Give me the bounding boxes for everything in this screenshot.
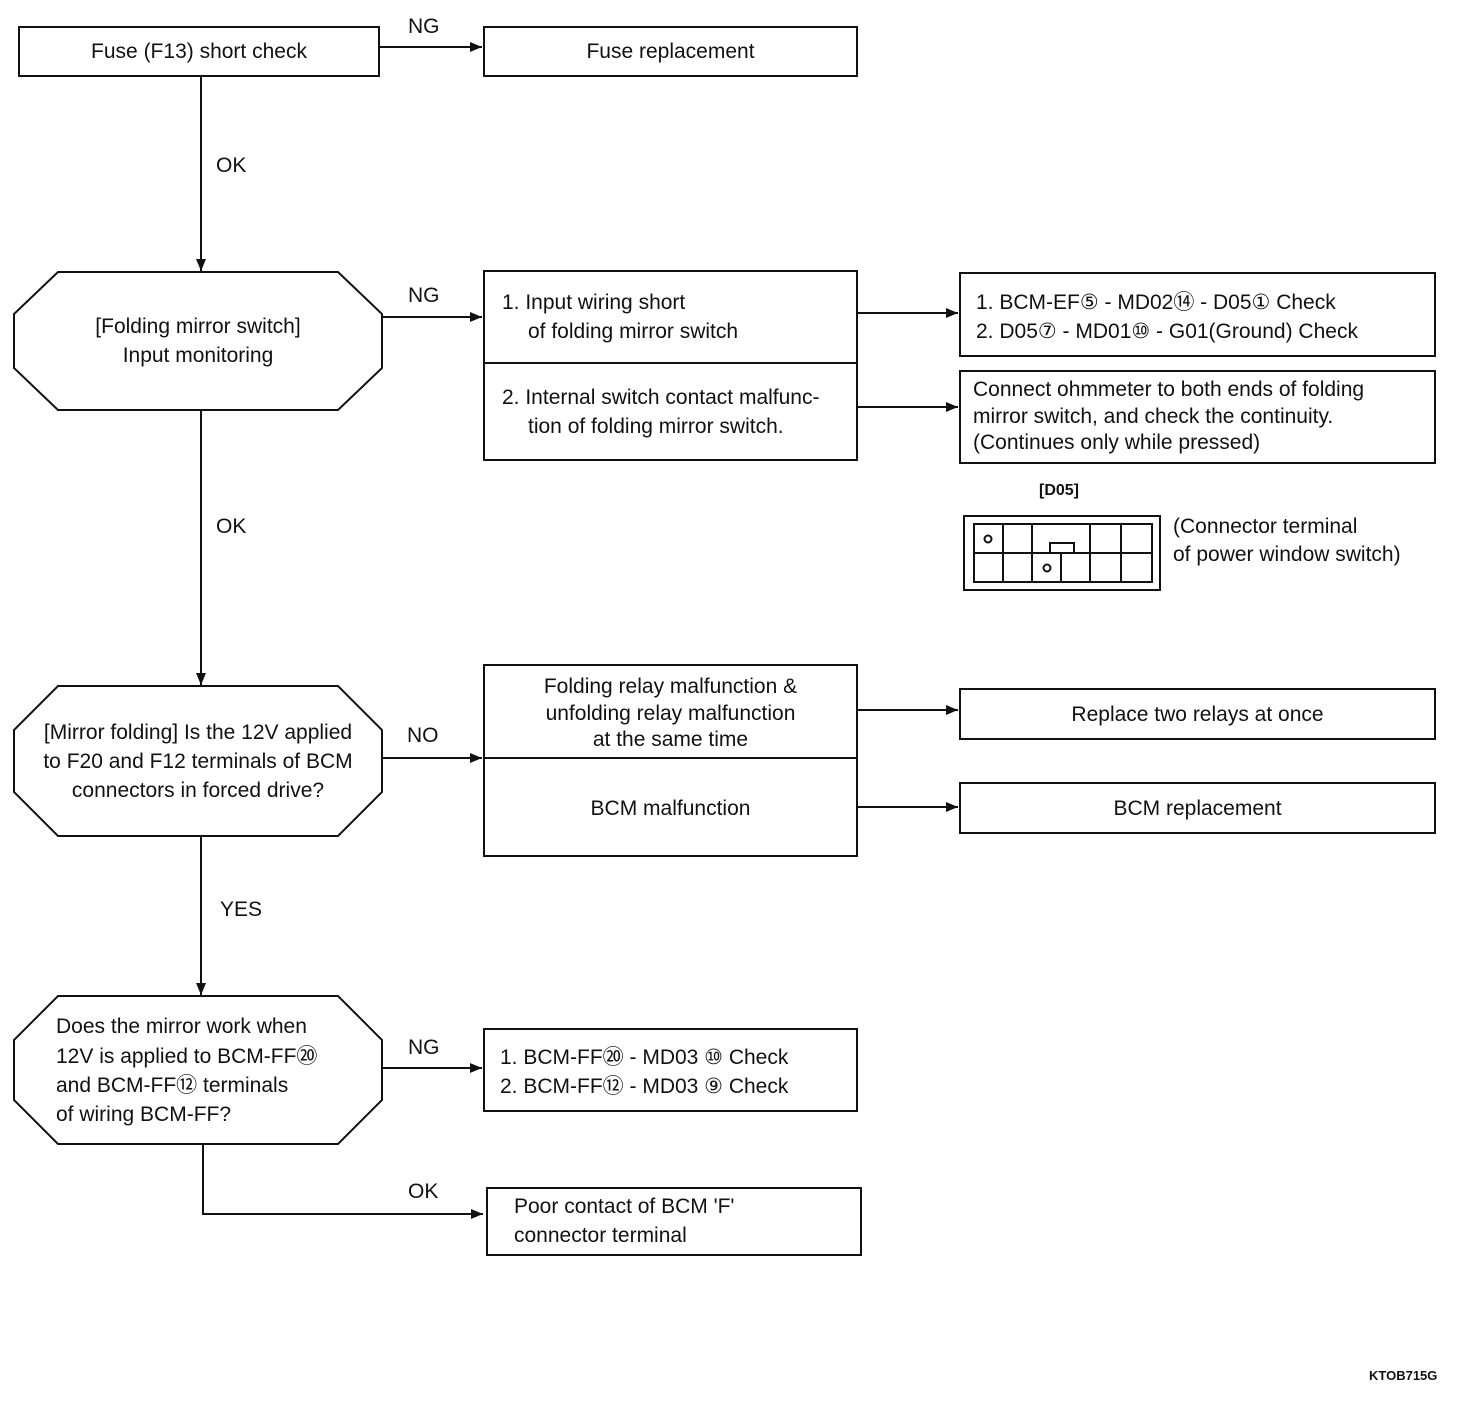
- edge-label-ok3: OK: [408, 1180, 439, 1203]
- mirror-work-line4: of wiring BCM-FF?: [56, 1103, 232, 1126]
- folding-causes-divider: [483, 757, 858, 759]
- wiring-check-line1: 1. BCM-EF⑤ - MD02⑭ - D05① Check: [976, 291, 1336, 314]
- edge-label-ng1: NG: [408, 15, 440, 38]
- relay-cause-line3: at the same time: [592, 728, 749, 751]
- bcm-replacement-box: BCM replacement: [959, 782, 1436, 834]
- contact-cause-line2: tion of folding mirror switch.: [528, 415, 784, 438]
- replace-relays-text: Replace two relays at once: [1071, 702, 1324, 726]
- wiring-checks-box: [959, 272, 1436, 357]
- folding-causes-box: [483, 664, 858, 857]
- mirror-work-decision-shape: [13, 995, 383, 1145]
- fuse-replacement-text: Fuse replacement: [586, 40, 755, 63]
- connector-caption-line2: of power window switch): [1173, 543, 1401, 566]
- ohmmeter-line1: Connect ohmmeter to both ends of folding: [973, 378, 1365, 401]
- mirror-folding-text: [Mirror folding] Is the 12V applied to F…: [14, 686, 382, 836]
- wiring-check-line2: 2. D05⑦ - MD01⑩ - G01(Ground) Check: [976, 320, 1358, 343]
- mirror-folding-line3: connectors in forced drive?: [71, 778, 325, 802]
- mirror-work-line3: and BCM-FF⑫ terminals: [56, 1074, 289, 1097]
- d05-connector-diagram: [963, 515, 1161, 591]
- ohmmeter-box: [959, 370, 1436, 464]
- figure-code: KTOB715G: [1369, 1368, 1438, 1383]
- bcm-malfunction-text: BCM malfunction: [590, 797, 751, 820]
- edge-label-yes: YES: [220, 898, 263, 921]
- edge-label-no: NO: [407, 724, 439, 747]
- relay-cause-line2: unfolding relay malfunction: [545, 702, 796, 725]
- poor-contact-line2: connector terminal: [514, 1224, 687, 1247]
- poor-contact-box: [486, 1187, 862, 1256]
- edge-label-ok1: OK: [216, 154, 247, 177]
- fuse-check-text: Fuse (F13) short check: [91, 40, 307, 63]
- ohmmeter-line3: (Continues only while pressed): [973, 431, 1261, 454]
- fuse-check-box: Fuse (F13) short check: [18, 26, 380, 77]
- poor-contact-line1: Poor contact of BCM 'F': [514, 1195, 735, 1218]
- mirror-folding-line2: to F20 and F12 terminals of BCM: [43, 749, 353, 773]
- mirror-folding-decision-shape: [13, 685, 383, 837]
- switch-causes-box: [483, 270, 858, 461]
- switch-monitor-text: [Folding mirror switch] Input monitoring: [14, 272, 382, 410]
- edge-label-ng3: NG: [408, 1036, 440, 1059]
- connector-caption-line1: (Connector terminal: [1173, 515, 1358, 538]
- edge-work-to-poor-contact: [202, 1144, 483, 1219]
- ff-check-line1: 1. BCM-FF⑳ - MD03 ⑩ Check: [500, 1046, 789, 1069]
- mirror-work-line2: 12V is applied to BCM-FF⑳: [56, 1045, 318, 1068]
- relay-cause-line1: Folding relay malfunction &: [543, 675, 798, 698]
- switch-monitor-decision-shape: [13, 271, 383, 411]
- ff-check-line2: 2. BCM-FF⑫ - MD03 ⑨ Check: [500, 1075, 789, 1098]
- fuse-replacement-box: Fuse replacement: [483, 26, 858, 77]
- switch-causes-divider: [483, 362, 858, 364]
- mirror-folding-line1: [Mirror folding] Is the 12V applied: [43, 720, 353, 744]
- switch-monitor-line2: Input monitoring: [122, 344, 274, 367]
- ohmmeter-line2: mirror switch, and check the continuity.: [973, 405, 1334, 428]
- replace-relays-box: Replace two relays at once: [959, 688, 1436, 740]
- edge-label-ng2: NG: [408, 284, 440, 307]
- edge-label-ok2: OK: [216, 515, 247, 538]
- contact-cause-line1: 2. Internal switch contact malfunc-: [502, 386, 820, 409]
- mirror-work-line1: Does the mirror work when: [56, 1015, 307, 1038]
- bcm-replacement-text: BCM replacement: [1113, 796, 1282, 820]
- short-cause-line1: 1. Input wiring short: [502, 291, 686, 314]
- short-cause-line2: of folding mirror switch: [528, 320, 739, 343]
- ff-checks-box: [483, 1028, 858, 1112]
- switch-monitor-line1: [Folding mirror switch]: [95, 315, 301, 338]
- connector-title: [D05]: [1039, 482, 1080, 499]
